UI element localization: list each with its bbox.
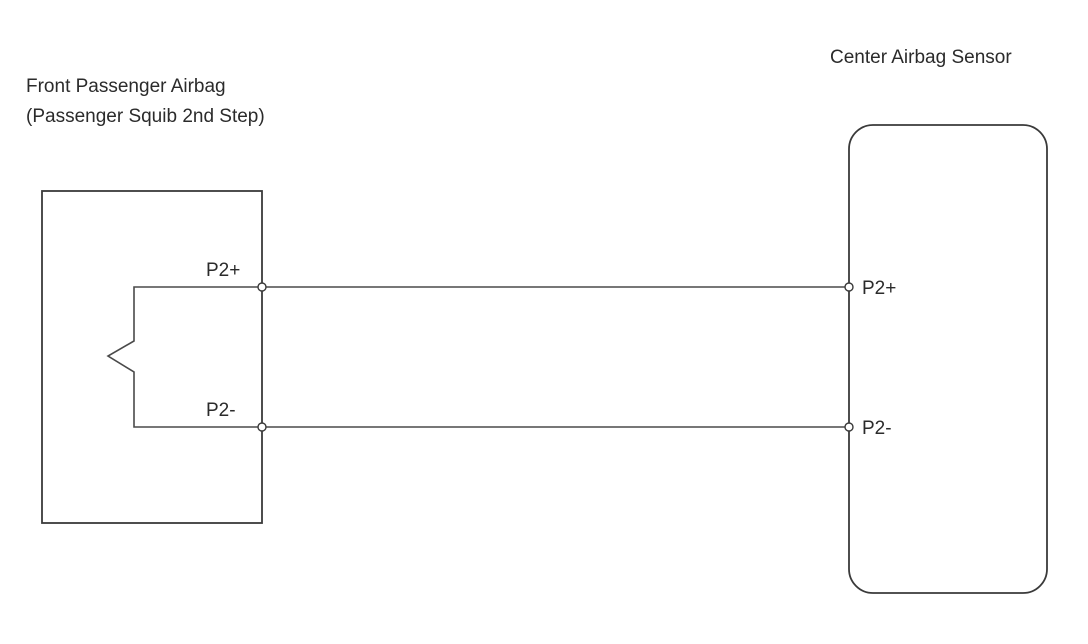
- sensor-terminal-p2-positive: [844, 282, 854, 292]
- center-sensor-box: [848, 124, 1048, 594]
- front-airbag-title: Front Passenger Airbag: [26, 76, 226, 97]
- sensor-pin-label-positive: P2+: [862, 278, 896, 299]
- airbag-terminal-p2-positive: [257, 282, 267, 292]
- front-airbag-box: [41, 190, 263, 524]
- airbag-pin-label-positive: P2+: [206, 260, 240, 281]
- sensor-terminal-p2-negative: [844, 422, 854, 432]
- front-airbag-subtitle: (Passenger Squib 2nd Step): [26, 106, 265, 127]
- airbag-terminal-p2-negative: [257, 422, 267, 432]
- squib-element: [106, 286, 262, 428]
- sensor-pin-label-negative: P2-: [862, 418, 892, 439]
- center-sensor-title: Center Airbag Sensor: [830, 47, 1012, 68]
- airbag-pin-label-negative: P2-: [206, 400, 236, 421]
